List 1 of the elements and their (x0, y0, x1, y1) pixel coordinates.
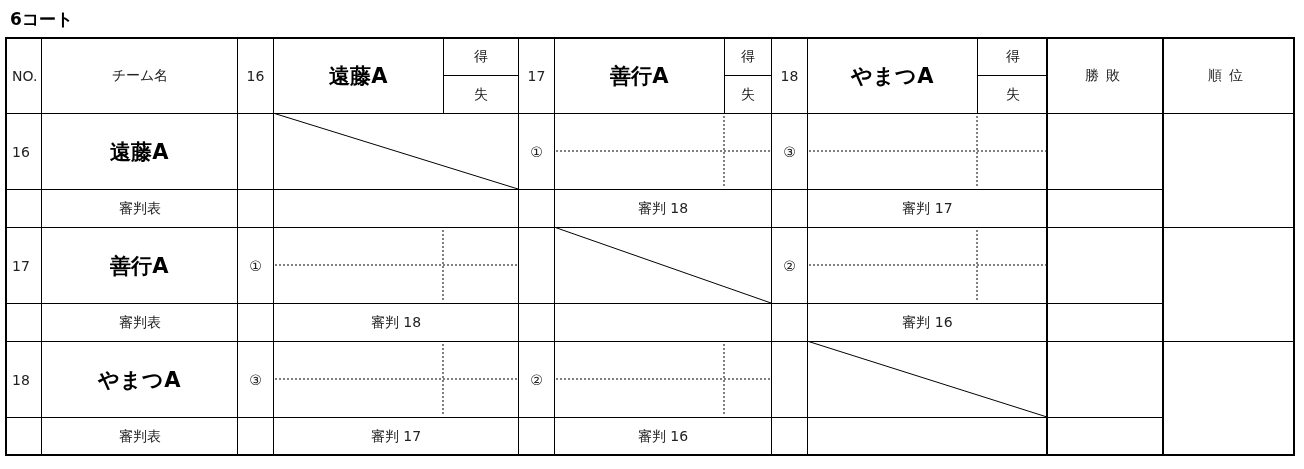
sheet-title: 6コート (10, 8, 73, 31)
